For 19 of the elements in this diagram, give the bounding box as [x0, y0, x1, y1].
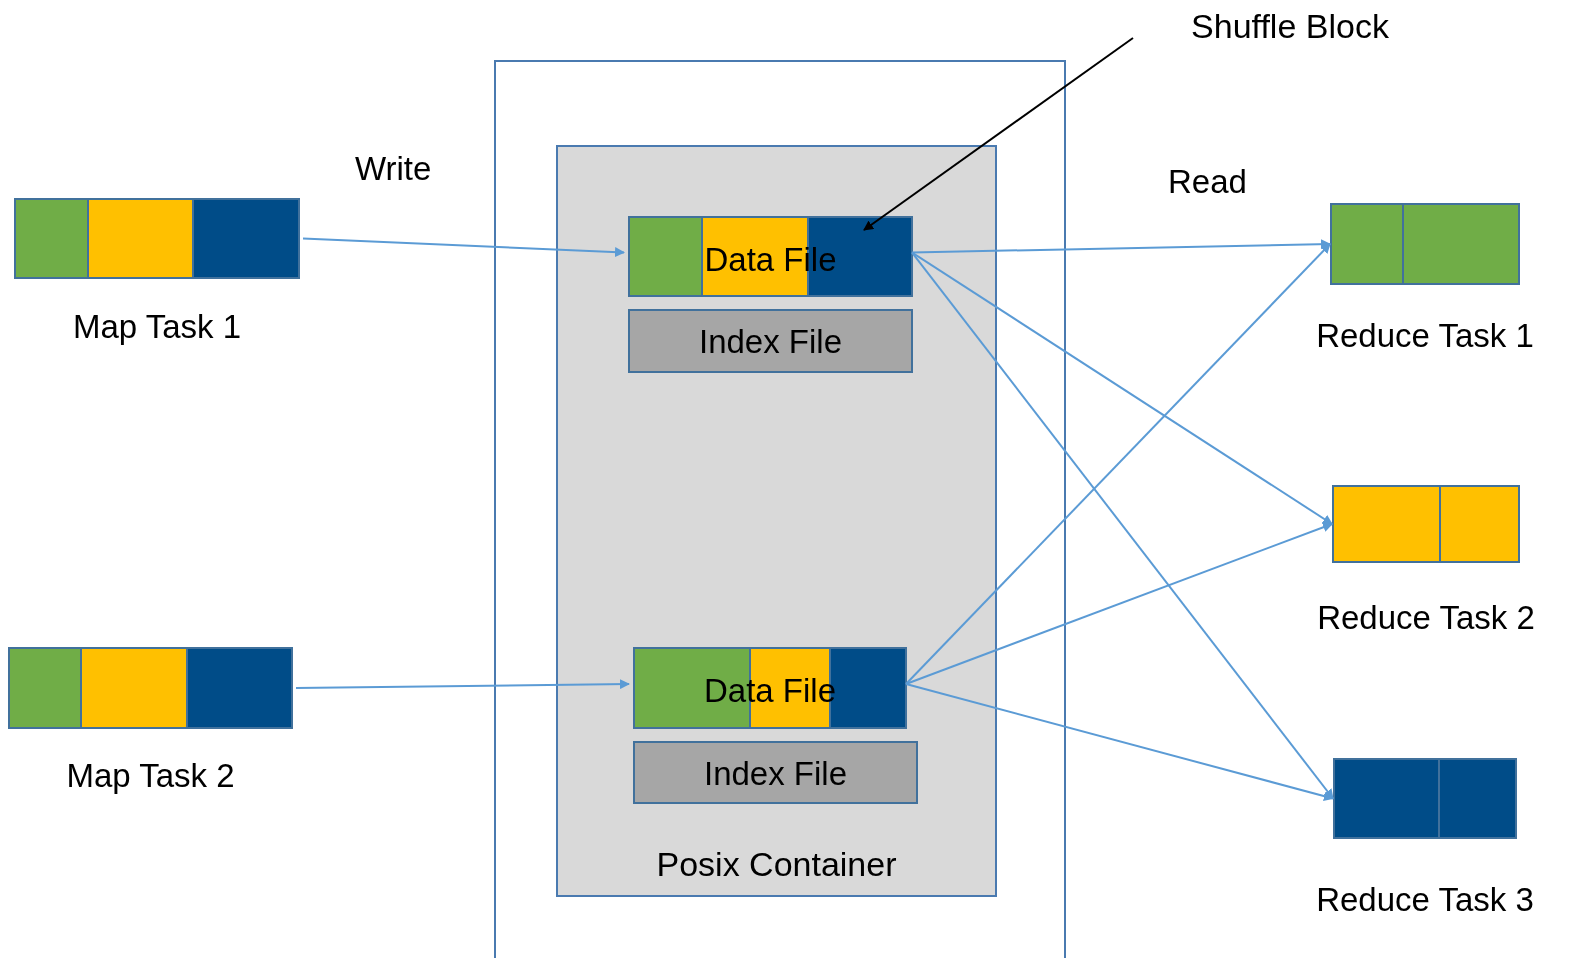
- index-file-box: [633, 741, 918, 804]
- callout-text: Shuffle Block: [1191, 9, 1389, 43]
- container-box: [556, 145, 997, 897]
- flow-label: Read: [1168, 165, 1247, 198]
- task-label: Map Task 1: [72, 310, 242, 343]
- task-label: Reduce Task 1: [1316, 319, 1534, 352]
- task-label: Map Task 2: [66, 759, 235, 792]
- arrow: [295, 679, 630, 690]
- leader-arrow: [863, 37, 1134, 231]
- task-label: Reduce Task 2: [1317, 601, 1535, 634]
- file-label: Index File: [698, 325, 843, 358]
- data-file-bar: [628, 216, 913, 297]
- container-label: Posix Container: [656, 847, 897, 881]
- index-file-box: [628, 309, 913, 373]
- file-label: Index File: [703, 757, 848, 790]
- storage-system-box: [494, 60, 1066, 958]
- task-label: Reduce Task 3: [1316, 883, 1534, 916]
- flow-label: Write: [355, 152, 432, 185]
- arrow: [302, 237, 625, 258]
